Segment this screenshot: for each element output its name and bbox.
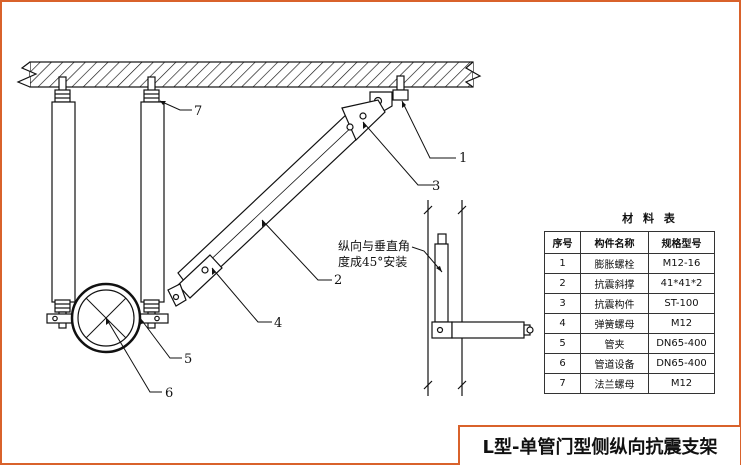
row-index: 3	[544, 293, 581, 314]
header-spec: 规格型号	[648, 231, 715, 254]
materials-table: 序号 构件名称 规格型号 1 膨胀螺栓 M12-16 2 抗震斜撑 41*41*…	[544, 231, 715, 394]
table-row: 2 抗震斜撑 41*41*2	[544, 273, 715, 294]
left-hanger-rod	[51, 76, 76, 329]
callout-6: 6	[165, 386, 173, 401]
table-row: 7 法兰螺母 M12	[544, 373, 715, 394]
row-spec: ST-100	[648, 293, 715, 314]
table-row: 5 管夹 DN65-400	[544, 333, 715, 354]
installation-note-line2: 度成45°安装	[338, 254, 407, 269]
row-spec: M12-16	[648, 253, 715, 274]
row-spec: M12	[648, 313, 715, 334]
right-hanger-rod	[140, 76, 165, 329]
row-index: 1	[544, 253, 581, 274]
row-component: 法兰螺母	[580, 373, 649, 394]
callout-3: 3	[432, 179, 440, 194]
callout-5: 5	[184, 352, 192, 367]
materials-table-title: 材 料 表	[622, 212, 678, 225]
row-index: 4	[544, 313, 581, 334]
callout-2: 2	[334, 273, 342, 288]
side-view	[423, 200, 534, 396]
callout-7: 7	[194, 104, 202, 119]
drawing-title: L型-单管门型侧纵向抗震支架	[482, 437, 718, 458]
leader-arrowheads	[106, 101, 442, 325]
leader-lines	[105, 100, 456, 393]
table-row: 6 管道设备 DN65-400	[544, 353, 715, 374]
row-spec: M12	[648, 373, 715, 394]
header-component: 构件名称	[580, 231, 649, 254]
row-component: 弹簧螺母	[580, 313, 649, 334]
ceiling-slab	[16, 61, 482, 88]
row-component: 管道设备	[580, 353, 649, 374]
row-component: 膨胀螺栓	[580, 253, 649, 274]
row-spec: DN65-400	[648, 333, 715, 354]
row-spec: DN65-400	[648, 353, 715, 374]
table-header-row: 序号 构件名称 规格型号	[544, 231, 715, 254]
installation-note-line1: 纵向与垂直角	[338, 238, 410, 253]
row-index: 7	[544, 373, 581, 394]
table-row: 1 膨胀螺栓 M12-16	[544, 253, 715, 274]
row-component: 管夹	[580, 333, 649, 354]
diagonal-brace	[167, 99, 386, 307]
callout-1: 1	[459, 151, 467, 166]
row-index: 5	[544, 333, 581, 354]
table-row: 4 弹簧螺母 M12	[544, 313, 715, 334]
title-block: L型-单管门型侧纵向抗震支架	[458, 425, 740, 465]
row-component: 抗震构件	[580, 293, 649, 314]
row-component: 抗震斜撑	[580, 273, 649, 294]
header-index: 序号	[544, 231, 581, 254]
row-index: 2	[544, 273, 581, 294]
callout-4: 4	[274, 316, 282, 331]
row-index: 6	[544, 353, 581, 374]
row-spec: 41*41*2	[648, 273, 715, 294]
table-row: 3 抗震构件 ST-100	[544, 293, 715, 314]
